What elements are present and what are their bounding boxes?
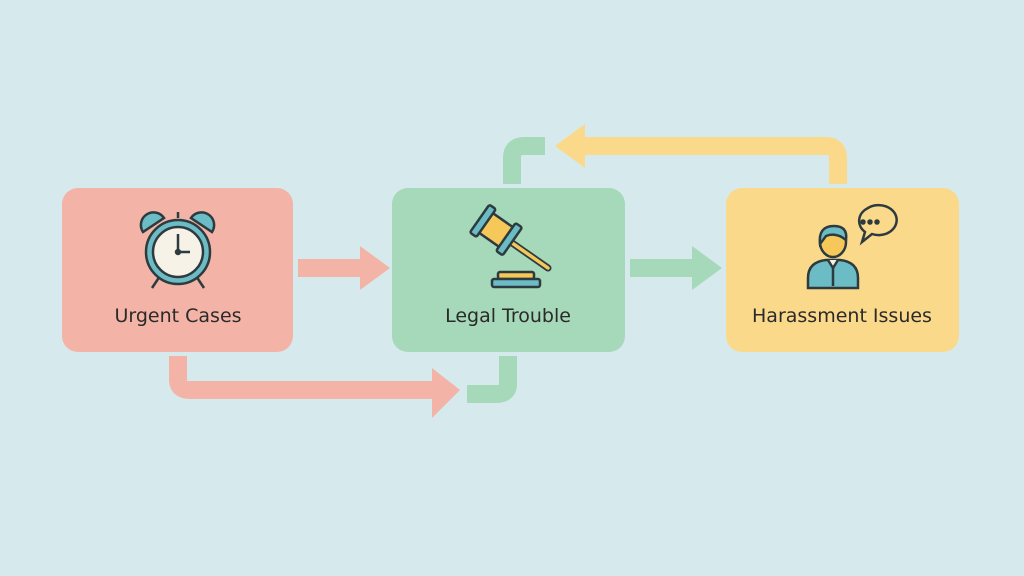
arrow-legal-to-harassment [630, 246, 722, 290]
person-speech-bubble-icon [806, 203, 898, 290]
arrow-urgent-loop-to-legal [169, 356, 460, 418]
node-legal-trouble [392, 188, 625, 352]
node-label-legal-trouble: Legal Trouble [445, 305, 571, 327]
arrow-harassment-to-legal [555, 124, 847, 184]
node-label-harassment-issues: Harassment Issues [752, 305, 932, 327]
arrow-legal-bottom-return [467, 356, 517, 403]
node-label-urgent-cases: Urgent Cases [114, 305, 242, 327]
arrow-urgent-to-legal [298, 246, 390, 290]
alarm-clock-icon [139, 211, 216, 289]
gavel-icon [469, 204, 552, 289]
arrow-legal-top-return [503, 137, 545, 184]
